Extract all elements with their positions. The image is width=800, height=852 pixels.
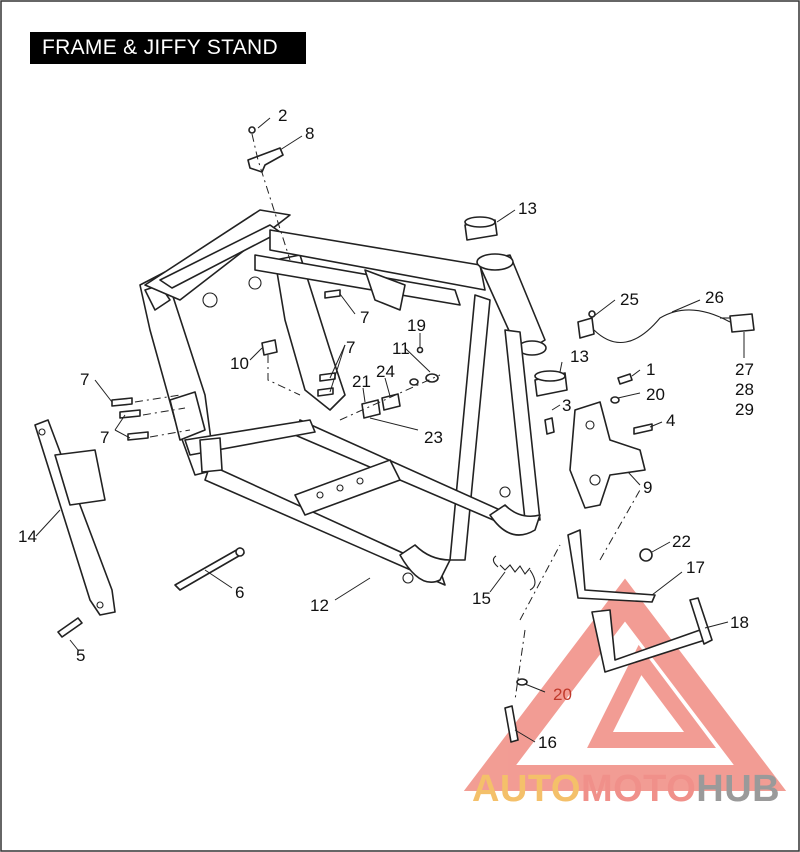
callout-6: 6 [235, 583, 244, 602]
callout-numbers: 2 8 13 7 7 7 7 10 11 19 21 24 23 3 13 1 … [18, 106, 754, 752]
callout-14: 14 [18, 527, 37, 546]
callout-7-middle: 7 [346, 338, 355, 357]
callout-25: 25 [620, 290, 639, 309]
callout-16: 16 [538, 733, 557, 752]
watermark-logo [463, 578, 787, 791]
callout-22: 22 [672, 532, 691, 551]
callout-10: 10 [230, 354, 249, 373]
callout-8: 8 [305, 124, 314, 143]
diagram-title: FRAME & JIFFY STAND [30, 32, 306, 64]
callout-9: 9 [643, 478, 652, 497]
callout-20-lower: 20 [553, 685, 572, 704]
centerlines-stand [514, 489, 641, 701]
callout-7-upper: 7 [360, 308, 369, 327]
callout-2: 2 [278, 106, 287, 125]
screw-part-2 [248, 126, 256, 134]
callout-21: 21 [352, 372, 371, 391]
pin-part-3 [544, 417, 555, 435]
callout-5: 5 [76, 646, 85, 665]
sensor-cable-25-26 [577, 309, 755, 344]
callout-27: 27 [735, 360, 754, 379]
callout-1: 1 [646, 360, 655, 379]
centerline-23 [339, 374, 441, 421]
stand-bracket-part-9 [569, 401, 646, 509]
clip-part-8 [247, 147, 284, 173]
watermark-moto: MOTO [580, 768, 697, 810]
callout-29: 29 [735, 400, 754, 419]
callout-7-left-top: 7 [80, 370, 89, 389]
pin-16-washer-20 [504, 678, 528, 743]
callout-4: 4 [666, 411, 675, 430]
bracket-part-14 [34, 419, 116, 616]
callout-7-left-bottom: 7 [100, 428, 109, 447]
hardware-11-19-21-24 [361, 346, 439, 419]
callout-19: 19 [407, 316, 426, 335]
callout-18: 18 [730, 613, 749, 632]
centerline-2 [251, 133, 291, 261]
callout-24: 24 [376, 362, 395, 381]
callout-11: 11 [392, 339, 410, 358]
bolts-part-7 [111, 289, 341, 441]
callout-20-upper: 20 [646, 385, 665, 404]
bolt-part-5 [57, 617, 83, 638]
watermark-hub: HUB [696, 768, 781, 810]
callout-13-top: 13 [518, 199, 537, 218]
leader-lines [35, 117, 745, 743]
callout-3: 3 [562, 396, 571, 415]
callout-12: 12 [310, 596, 329, 615]
callout-17: 17 [686, 558, 705, 577]
callout-28: 28 [735, 380, 754, 399]
frame-part-12 [139, 209, 547, 586]
watermark-text: AUTOMOTOHUB [472, 768, 780, 811]
callout-26: 26 [705, 288, 724, 307]
stand-leg-17-18 [567, 529, 713, 673]
bearing-race-13-top [464, 216, 498, 241]
watermark-auto: AUTO [472, 768, 581, 810]
callout-23: 23 [424, 428, 443, 447]
spring-part-15 [492, 555, 536, 591]
bearing-race-13-lower [534, 370, 568, 397]
cable-strap-part-6 [174, 547, 245, 591]
centerline-10 [267, 355, 301, 396]
hardware-1-4-20 [610, 373, 653, 435]
bolt-centerlines [134, 394, 191, 438]
plate-part-10 [261, 339, 278, 356]
callout-15: 15 [472, 589, 491, 608]
callout-13-lower: 13 [570, 347, 589, 366]
